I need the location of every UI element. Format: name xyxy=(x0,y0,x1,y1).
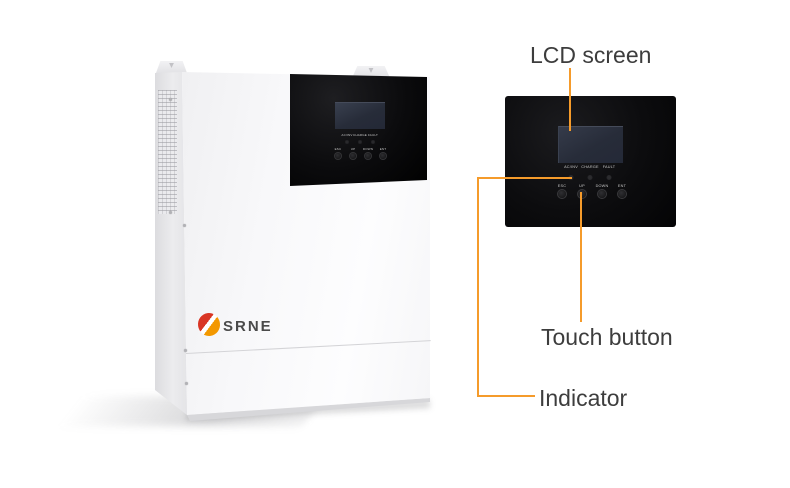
closeup-indicator-label-charge: CHARGE xyxy=(581,165,599,169)
indicator-label: Indicator xyxy=(539,385,628,411)
lcd-callout-line xyxy=(569,68,571,131)
device-touch-button-down xyxy=(365,153,371,159)
screw-icon xyxy=(183,224,186,227)
closeup-touch-button-ent xyxy=(618,190,626,198)
lcd-screen-label: LCD screen xyxy=(530,42,652,68)
screw-icon xyxy=(184,349,187,352)
device-led-fault xyxy=(372,141,374,143)
device-control-panel: AC/INV CHARGE FAULT ESC UP DOWN ENT xyxy=(290,74,427,186)
closeup-led-charge xyxy=(588,176,592,179)
mounting-bracket-left xyxy=(156,61,187,73)
closeup-button-label-up: UP xyxy=(579,184,585,188)
device-lcd-screen xyxy=(335,102,385,129)
device-touch-button-ent xyxy=(380,153,386,159)
device-led-charge xyxy=(359,141,361,143)
indicator-callout-line-bottom xyxy=(477,395,535,397)
mounting-bracket-right xyxy=(352,66,390,78)
device-indicator-label-charge: CHARGE xyxy=(352,133,368,137)
bracket-notch-icon xyxy=(169,63,174,68)
device-button-label-up: UP xyxy=(350,147,356,151)
screw-icon xyxy=(185,382,188,385)
closeup-control-panel: AC/INV CHARGE FAULT ESC UP DOWN ENT xyxy=(505,96,676,227)
device-touch-button-esc xyxy=(335,153,341,159)
device-touch-button-up xyxy=(350,153,356,159)
device-button-label-esc: ESC xyxy=(334,147,342,151)
closeup-button-label-down: DOWN xyxy=(595,184,609,188)
device-indicator-label-acinv: AC/INV xyxy=(341,133,353,137)
screw-icon xyxy=(169,211,172,214)
closeup-indicator-label-fault: FAULT xyxy=(602,165,616,169)
closeup-touch-button-down xyxy=(598,190,606,198)
vent-grille xyxy=(158,90,177,214)
indicator-callout-line-top xyxy=(477,177,572,179)
touch-button-callout-line xyxy=(580,192,582,322)
device-led-acinv xyxy=(346,141,348,143)
closeup-touch-button-up xyxy=(578,190,586,198)
indicator-callout-line-side xyxy=(477,177,479,397)
device-button-label-ent: ENT xyxy=(379,147,387,151)
closeup-button-label-ent: ENT xyxy=(617,184,627,188)
device-button-label-down: DOWN xyxy=(362,147,374,151)
bracket-notch-icon xyxy=(368,68,374,73)
closeup-lcd-screen xyxy=(558,126,623,163)
device-indicator-label-fault: FAULT xyxy=(367,133,379,137)
closeup-indicator-label-acinv: AC/INV xyxy=(564,165,578,169)
closeup-led-fault xyxy=(607,176,611,179)
brand-logo-text: SRNE xyxy=(223,318,273,335)
screw-icon xyxy=(169,98,172,101)
touch-button-label: Touch button xyxy=(541,324,673,350)
closeup-touch-button-esc xyxy=(558,190,566,198)
closeup-button-label-esc: ESC xyxy=(557,184,567,188)
